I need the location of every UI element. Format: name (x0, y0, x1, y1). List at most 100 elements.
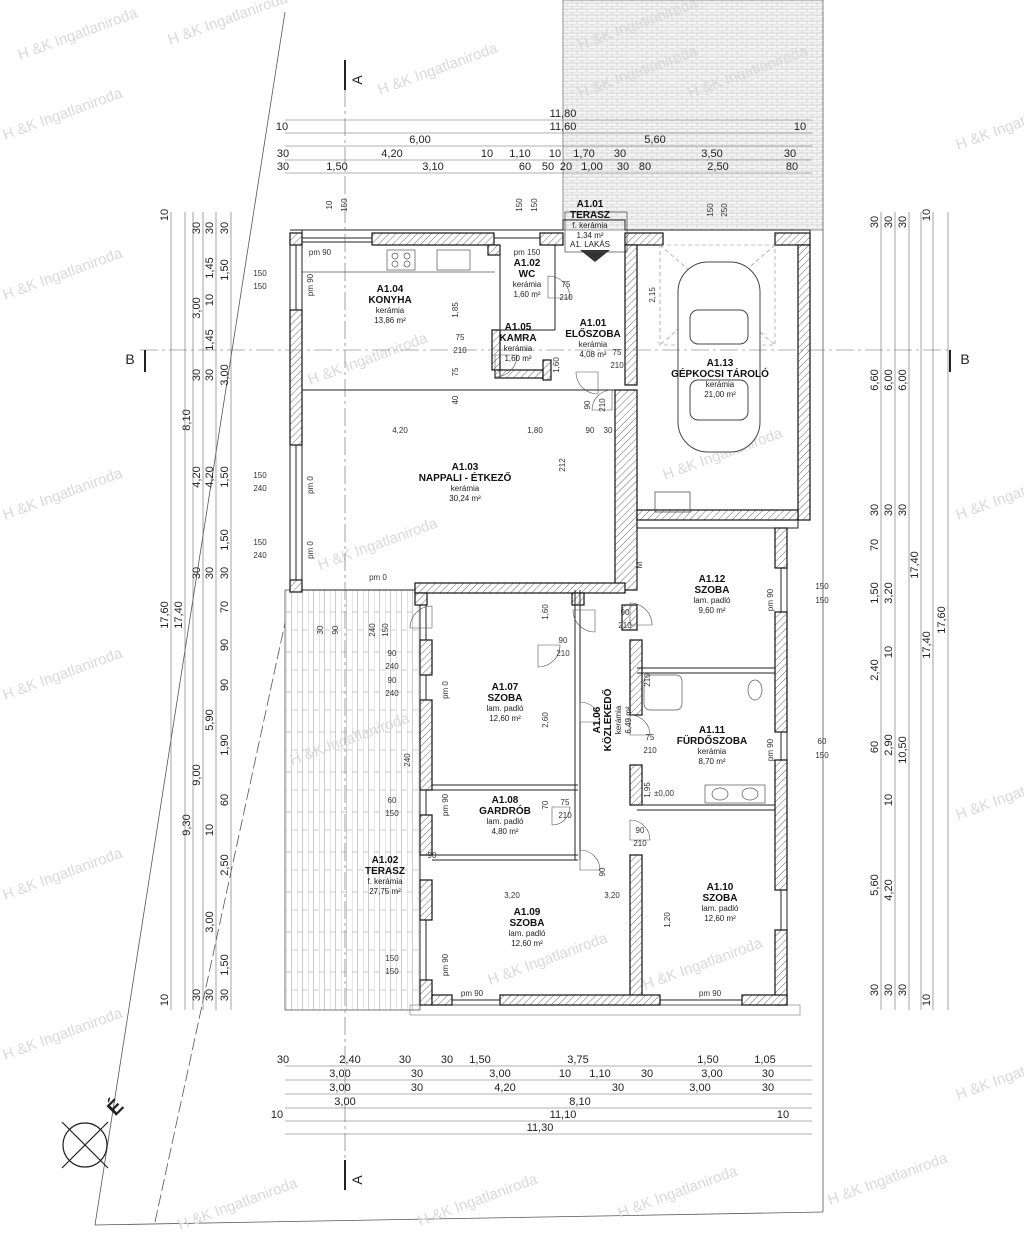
room-floor: kerámia (579, 340, 608, 349)
wall-segment (629, 639, 643, 716)
dimension-label: 1,10 (509, 148, 530, 160)
watermark-text: H &K Ingatlaniroda (954, 764, 1024, 823)
section-label-b-right: B (960, 351, 969, 367)
dimension-label: 30 (219, 989, 231, 1001)
room-name: GARDRÓB (479, 804, 531, 817)
dimension-label: 1,45 (204, 329, 216, 350)
dimension-label: 30 (411, 1082, 423, 1094)
plan-annotation: 90 (621, 608, 630, 617)
dimension-label: 2,40 (869, 659, 881, 680)
wall-segment (621, 604, 638, 631)
dimension-label: 90 (219, 639, 231, 651)
room-name: NAPPALI - ÉTKEZŐ (419, 471, 512, 484)
dimension-label: 5,90 (204, 709, 216, 730)
dimension-label: 1,90 (219, 734, 231, 755)
dimension-label: 17,40 (909, 551, 921, 579)
room-area: 6,49 m² (624, 706, 633, 733)
watermark-text: H &K Ingatlaniroda (616, 1162, 741, 1221)
plan-annotation: 150 (340, 198, 349, 212)
north-label: É (103, 1095, 129, 1121)
dimension-label: 30 (614, 148, 626, 160)
room-floor: lam. padló (487, 704, 524, 713)
dimension-label: 2,50 (707, 161, 728, 173)
room-name: SZOBA (488, 693, 523, 704)
dimension-label: 1,00 (581, 161, 602, 173)
plan-annotation: 150 (815, 751, 829, 760)
plan-annotation: 2,15 (648, 287, 657, 303)
plan-annotation: 210 (643, 673, 652, 687)
dimension-label: 30 (897, 504, 909, 516)
plan-annotation: 1,80 (527, 426, 543, 435)
room-area: 4,80 m² (491, 827, 518, 836)
plan-annotation: 150 (385, 967, 399, 976)
dimension-label: 10 (159, 994, 171, 1006)
plan-annotation: 240 (385, 689, 399, 698)
dimension-label: 30 (883, 984, 895, 996)
plan-annotation: pm 150 (514, 248, 541, 257)
dimension-label: 10,50 (897, 736, 909, 764)
room-floor: kerámia (451, 484, 480, 493)
room-floor: kerámia (376, 306, 405, 315)
room-area: 13,86 m² (374, 316, 406, 325)
dimension-label: 30 (762, 1068, 774, 1080)
plan-annotation: pm 0 (441, 681, 450, 699)
room-id: A1.13 (707, 358, 734, 369)
watermark-text: H &K Ingatlaniroda (1, 84, 126, 143)
dimension-label: 30 (204, 567, 216, 579)
plan-annotation: 210 (610, 361, 624, 370)
dimension-label: 3,75 (567, 1054, 588, 1066)
dimension-label: 8,10 (181, 409, 193, 430)
room-id: A1.10 (707, 882, 734, 893)
room-id: A1.05 (505, 322, 532, 333)
plan-annotation: 150 (706, 203, 715, 217)
dimension-label: 80 (786, 161, 798, 173)
terrace-deck (284, 589, 421, 1011)
dimension-label: 10 (777, 1109, 789, 1121)
room-area: 12,60 m² (489, 714, 521, 723)
dimension-label: 10 (204, 824, 216, 836)
dimension-label: 4,20 (204, 466, 216, 487)
car-icon (677, 261, 761, 453)
dimension-label: 2,50 (219, 854, 231, 875)
watermark-text: H &K Ingatlaniroda (1, 1004, 126, 1063)
watermark-text: H &K Ingatlaniroda (376, 39, 501, 98)
dimension-label: 70 (219, 601, 231, 613)
dimension-label: 6,60 (869, 369, 881, 390)
dimension-label: 2,40 (339, 1054, 360, 1066)
wall-segment (614, 389, 638, 591)
wall-segment (539, 232, 564, 246)
room-area: 1,60 m² (513, 290, 540, 299)
room-name: SZOBA (703, 893, 738, 904)
plan-annotation: 210 (559, 293, 573, 302)
dimension-label: 17,60 (936, 606, 948, 634)
section-label-a-bottom: A (349, 1175, 365, 1185)
room-id: A1.01 (580, 318, 607, 329)
plan-annotation: 150 (253, 269, 267, 278)
dimension-label: 30 (204, 369, 216, 381)
room-floor: f. kerámia (572, 221, 608, 230)
door-swing-icon (494, 354, 518, 378)
dimension-label: 1,45 (204, 257, 216, 278)
dimension-label: 30 (897, 984, 909, 996)
dimension-label: 1,70 (573, 148, 594, 160)
dimension-label: 1,50 (697, 1054, 718, 1066)
room-name: KÖZLEKEDŐ (601, 688, 614, 751)
plan-annotation: 3,20 (504, 891, 520, 900)
plan-annotation: 1,60 (541, 604, 550, 620)
watermark-text: H &K Ingatlaniroda (954, 1044, 1024, 1103)
dimension-label: 3,50 (701, 148, 722, 160)
plan-annotation: 210 (558, 811, 572, 820)
plan-annotation: 90 (636, 826, 645, 835)
plan-annotation: 90 (559, 636, 568, 645)
dimension-label: 30 (204, 989, 216, 1001)
room-area: 21,00 m² (704, 390, 736, 399)
dimension-label: 30 (191, 222, 203, 234)
dimension-label: 30 (191, 369, 203, 381)
